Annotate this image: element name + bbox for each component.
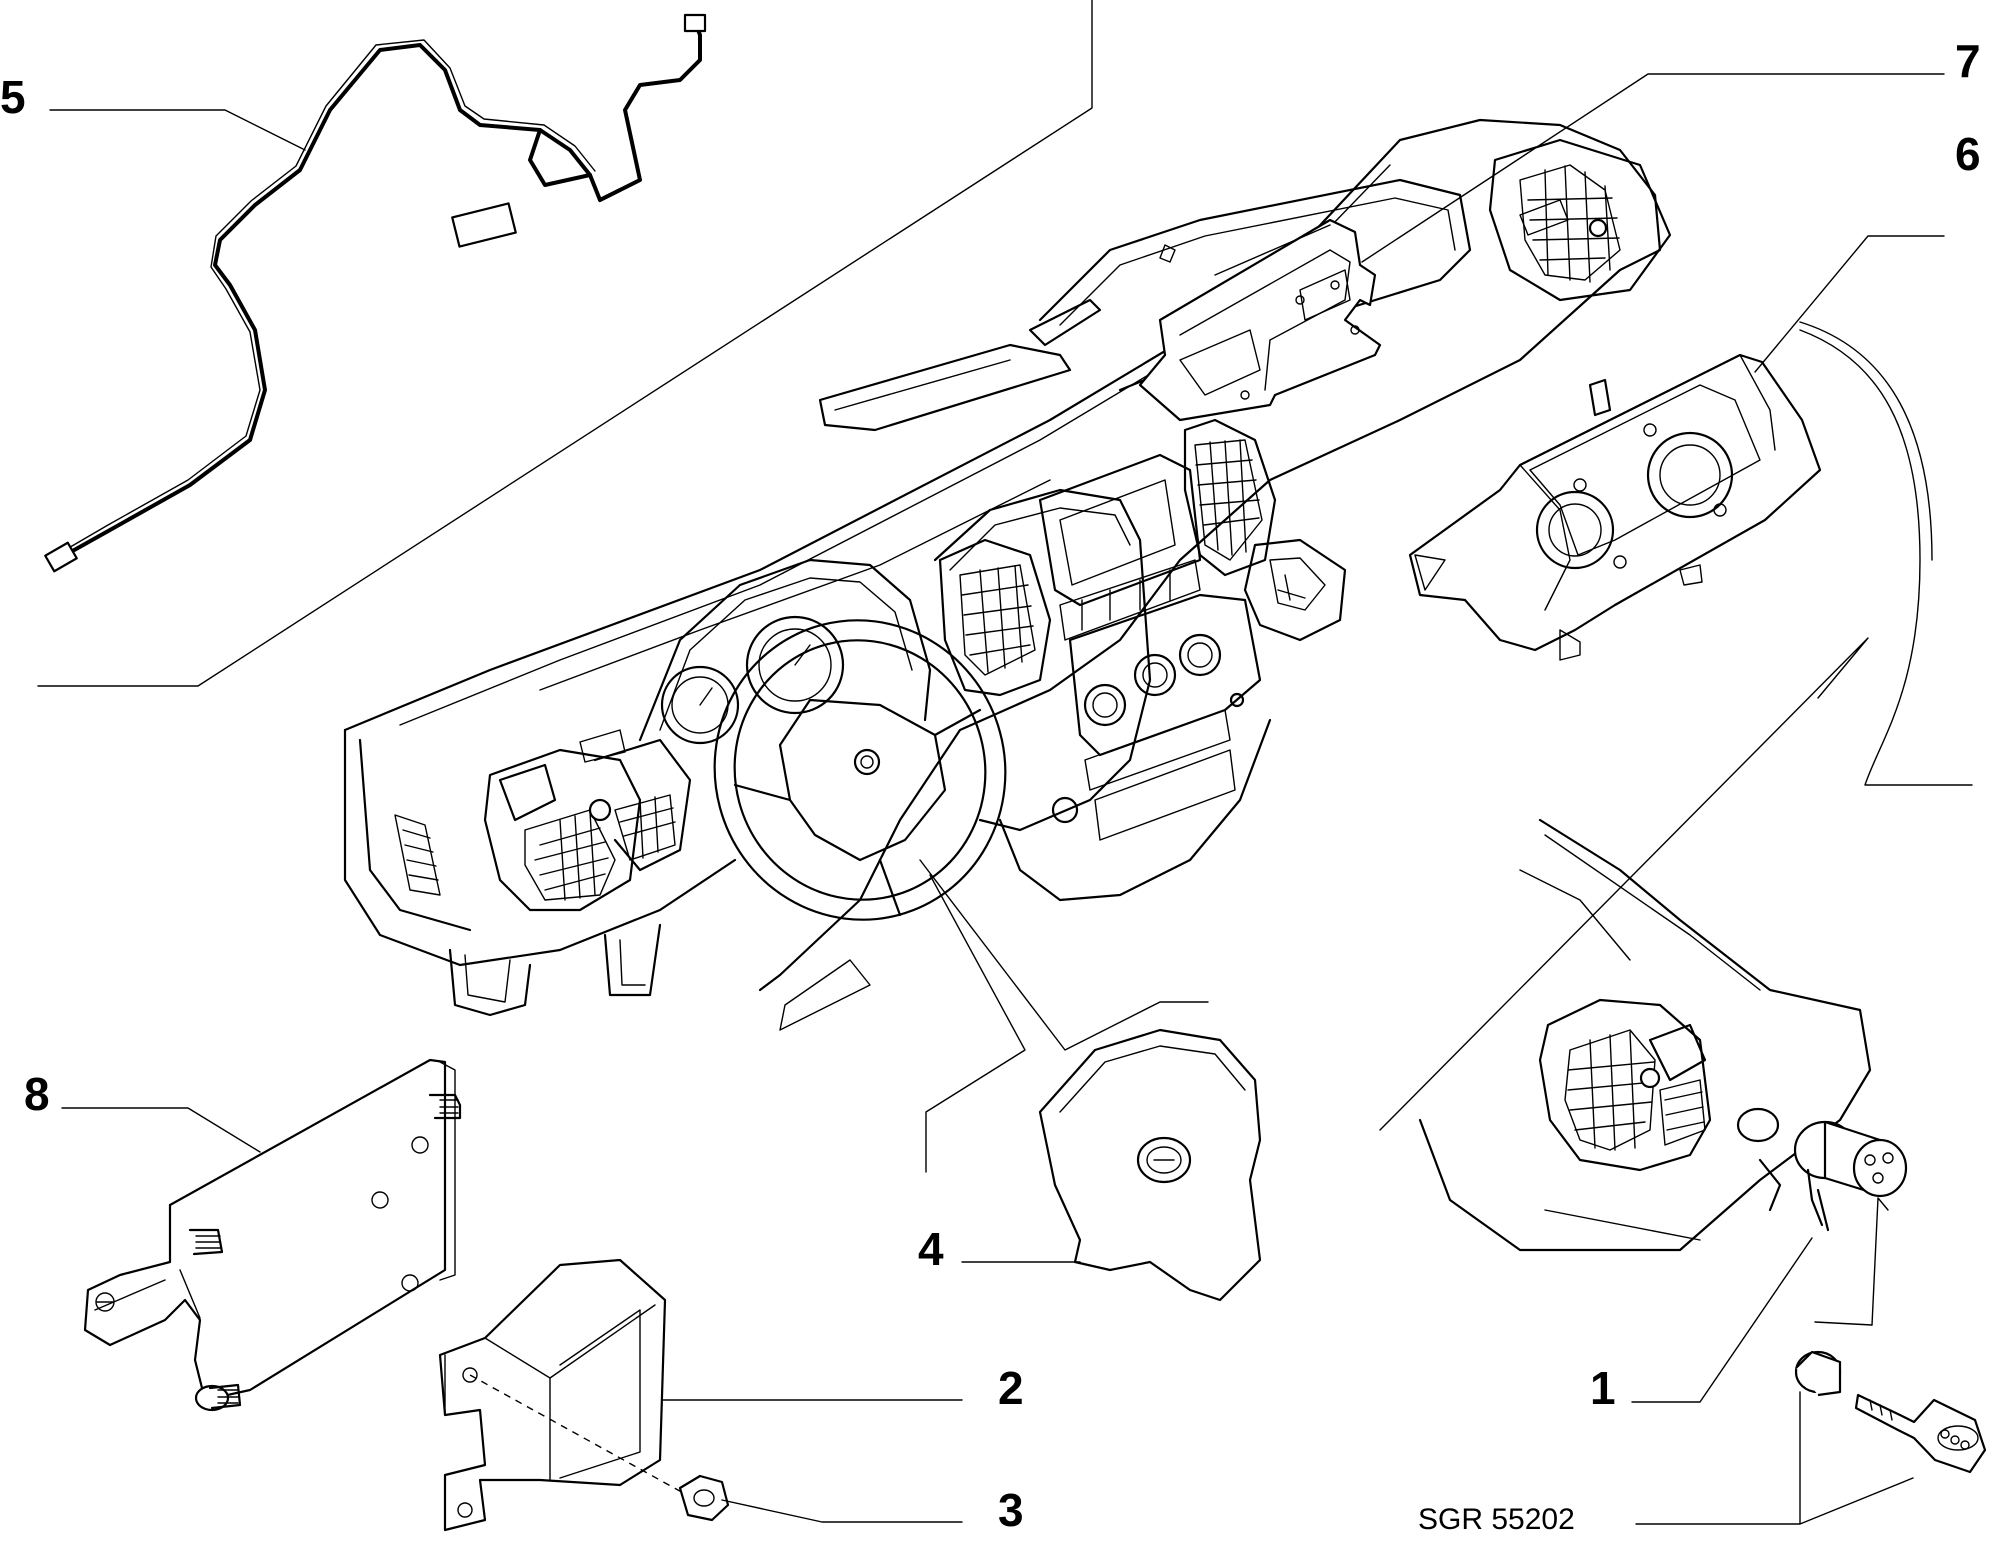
part-8-mounting-bracket: [83, 1058, 462, 1412]
steering-wheel: [713, 619, 1007, 921]
leader-7: [1361, 73, 1945, 263]
ignition-switch: [1793, 1120, 1908, 1232]
dashboard-assembly: [343, 118, 1672, 1031]
part-4-driver-airbag: [1038, 1028, 1262, 1302]
callout-6: 6: [1955, 128, 1981, 180]
part-5-wiring-harness: [44, 13, 707, 573]
separator-line: [37, 0, 1093, 687]
callout-2: 2: [998, 1362, 1024, 1414]
leader-ref: [1635, 1391, 1914, 1525]
leader-3: [721, 1499, 963, 1523]
reference-code: SGR 55202: [1418, 1503, 1575, 1536]
callout-7: 7: [1955, 35, 1981, 87]
part-1-lock-cylinder-and-key: [1794, 1350, 1987, 1474]
leader-5: [49, 109, 306, 151]
part-3-nut: [469, 1374, 730, 1522]
inset-frame: [1379, 321, 1973, 1131]
callout-8: 8: [24, 1068, 50, 1120]
harness-connector: [451, 202, 517, 248]
leader-6: [1754, 235, 1945, 373]
inset-dashboard-detail: [1418, 818, 1908, 1252]
part-6-passenger-airbag: [1408, 353, 1822, 661]
leader-8: [61, 1107, 261, 1153]
leader-4: [919, 859, 1209, 1263]
callout-3: 3: [998, 1484, 1024, 1536]
callout-4: 4: [918, 1223, 944, 1275]
part-7-bracket: [1138, 218, 1382, 422]
leader-1: [1631, 1197, 1889, 1403]
part-2-airbag-control-unit: [438, 1258, 667, 1532]
callout-1: 1: [1590, 1362, 1616, 1414]
callout-5: 5: [0, 71, 26, 123]
